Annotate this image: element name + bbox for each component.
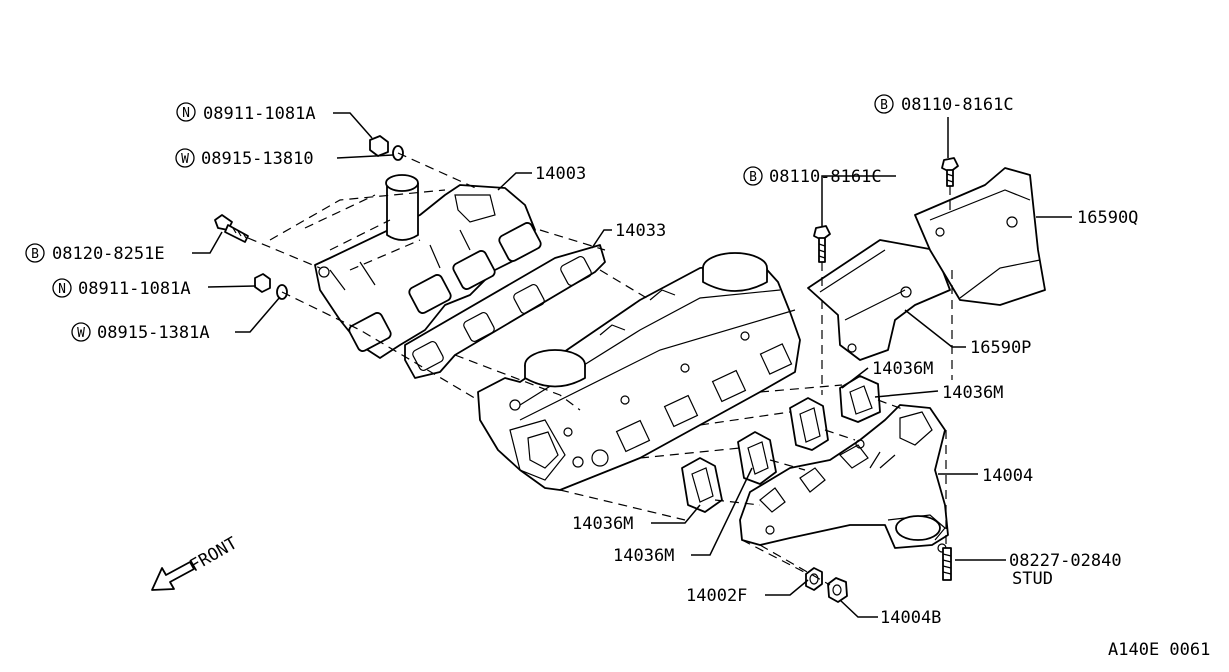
label-bolt-3: B 08110-8161C — [874, 94, 1014, 115]
bolt-3-icon — [941, 157, 959, 187]
label-nut-2-text: 08911-1081A — [78, 279, 191, 299]
label-heat-shield-q: 16590Q — [1077, 208, 1138, 228]
label-gasket-low-2: 14036M — [613, 546, 674, 566]
label-gasket-top: 14036M — [872, 359, 933, 379]
label-washer-2-prefix: W — [77, 326, 85, 341]
label-washer-2: W 08915-1381A — [71, 322, 210, 343]
label-washer-1-prefix: W — [181, 152, 189, 167]
label-nut-14004b: 14004B — [880, 608, 941, 628]
leader-lines — [192, 112, 1072, 618]
bolt-1-icon — [214, 214, 249, 243]
front-arrow-icon — [151, 561, 195, 591]
label-nut-2-prefix: N — [58, 282, 66, 297]
label-heat-shield-p: 16590P — [970, 338, 1031, 358]
label-nut-14002f: 14002F — [686, 586, 747, 606]
label-intake-manifold: 14003 — [535, 164, 586, 184]
exhaust-manifold — [739, 404, 949, 553]
bolt-2-icon — [813, 225, 831, 263]
intake-manifold — [314, 174, 542, 359]
front-indicator: FRONT — [151, 533, 241, 591]
nut-1-icon — [369, 135, 389, 157]
label-gasket-low-1: 14036M — [572, 514, 633, 534]
label-bolt-1-prefix: B — [31, 247, 39, 262]
label-bolt-1: B 08120-8251E — [25, 243, 165, 264]
label-bolt-1-text: 08120-8251E — [52, 244, 165, 264]
label-bolt-2: B 08110-8161C — [743, 166, 882, 187]
fasteners — [214, 135, 959, 603]
label-stud-caption: STUD — [1012, 569, 1053, 589]
label-gasket-mid: 14036M — [942, 383, 1003, 403]
intake-gasket — [404, 244, 606, 379]
label-bolt-3-prefix: B — [880, 98, 888, 113]
heat-shield-16590P — [807, 239, 951, 361]
label-stud: 08227-02840 — [1009, 551, 1122, 571]
label-bolt-2-text: 08110-8161C — [769, 167, 882, 187]
nut-14002f-icon — [805, 567, 823, 591]
nut-2-icon — [254, 273, 271, 293]
label-washer-1: W 08915-13810 — [175, 148, 314, 169]
label-bolt-2-prefix: B — [749, 170, 757, 185]
assembly-lines — [247, 152, 953, 586]
label-washer-1-text: 08915-13810 — [201, 149, 314, 169]
cylinder-head — [477, 252, 801, 491]
front-label: FRONT — [187, 533, 241, 576]
label-nut-2: N 08911-1081A — [52, 278, 191, 299]
exhaust-gasket-set — [681, 375, 881, 513]
stud-icon — [942, 547, 952, 581]
label-intake-gasket: 14033 — [615, 221, 666, 241]
label-bolt-3-text: 08110-8161C — [901, 95, 1014, 115]
nut-14004b-icon — [827, 577, 848, 603]
label-nut-1-text: 08911-1081A — [203, 104, 316, 124]
label-nut-1-prefix: N — [182, 106, 190, 121]
figure-code: A140E 0061 — [1108, 640, 1210, 660]
label-washer-2-text: 08915-1381A — [97, 323, 210, 343]
label-nut-1: N 08911-1081A — [176, 102, 316, 124]
heat-shield-16590Q — [914, 167, 1046, 306]
label-exhaust-manifold: 14004 — [982, 466, 1033, 486]
